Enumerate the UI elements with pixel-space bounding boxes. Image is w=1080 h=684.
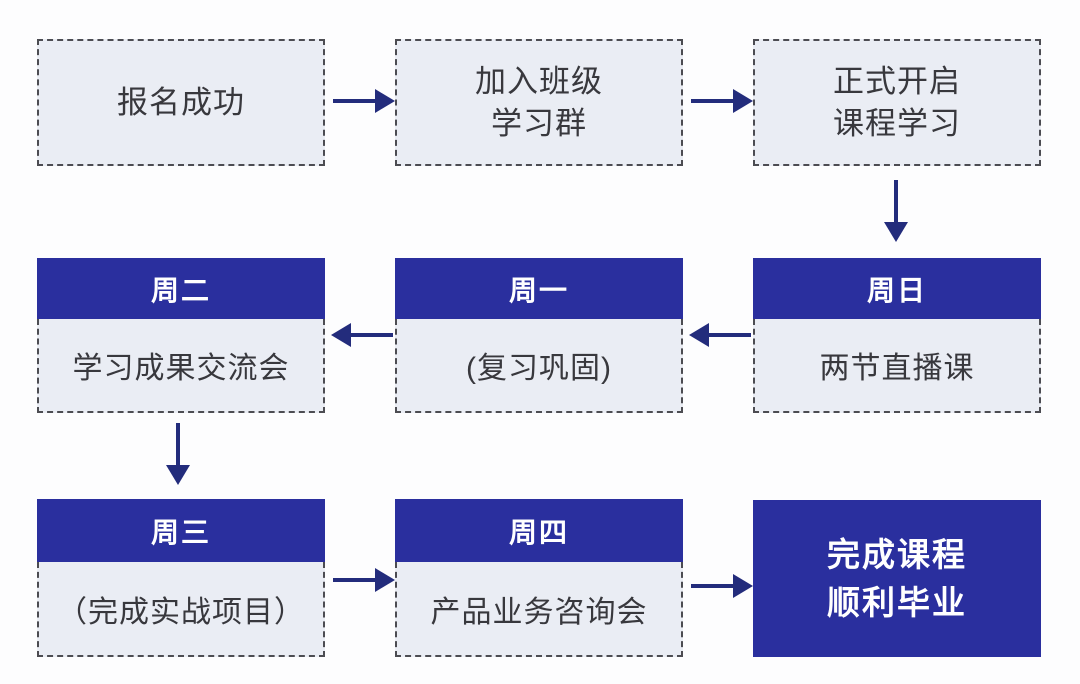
node-monday-body: (复习巩固) — [395, 319, 683, 413]
node-thursday-body: 产品业务咨询会 — [395, 562, 683, 657]
node-tuesday-header: 周二 — [37, 258, 325, 319]
node-graduate: 完成课程 顺利毕业 — [753, 500, 1041, 657]
node-signup-success-label: 报名成功 — [117, 84, 245, 120]
node-monday: 周一 (复习巩固) — [395, 258, 683, 413]
node-sunday-header: 周日 — [753, 258, 1041, 319]
node-tuesday-body: 学习成果交流会 — [37, 319, 325, 413]
node-signup-success: 报名成功 — [37, 39, 325, 166]
arrow-down-step3-sunday — [884, 180, 908, 242]
node-tuesday: 周二 学习成果交流会 — [37, 258, 325, 413]
node-sunday-body: 两节直播课 — [753, 319, 1041, 413]
node-monday-header: 周一 — [395, 258, 683, 319]
arrow-right-thursday-finish — [691, 574, 753, 598]
arrow-right-step1-step2 — [333, 89, 395, 113]
node-wednesday-body: （完成实战项目） — [37, 562, 325, 657]
node-join-class-group: 加入班级 学习群 — [395, 39, 683, 166]
arrow-down-tuesday-wednesday — [166, 423, 190, 485]
node-thursday: 周四 产品业务咨询会 — [395, 499, 683, 657]
arrow-left-monday-tuesday — [331, 323, 393, 347]
node-join-class-group-label: 加入班级 学习群 — [475, 63, 603, 141]
arrow-left-sunday-monday — [689, 323, 751, 347]
node-start-course-label: 正式开启 课程学习 — [833, 63, 961, 141]
node-wednesday-header: 周三 — [37, 499, 325, 562]
arrow-right-wednesday-thursday — [333, 568, 395, 592]
node-thursday-header: 周四 — [395, 499, 683, 562]
node-sunday: 周日 两节直播课 — [753, 258, 1041, 413]
node-start-course: 正式开启 课程学习 — [753, 39, 1041, 166]
arrow-right-step2-step3 — [691, 89, 753, 113]
node-graduate-label: 完成课程 顺利毕业 — [827, 535, 967, 621]
node-wednesday: 周三 （完成实战项目） — [37, 499, 325, 657]
